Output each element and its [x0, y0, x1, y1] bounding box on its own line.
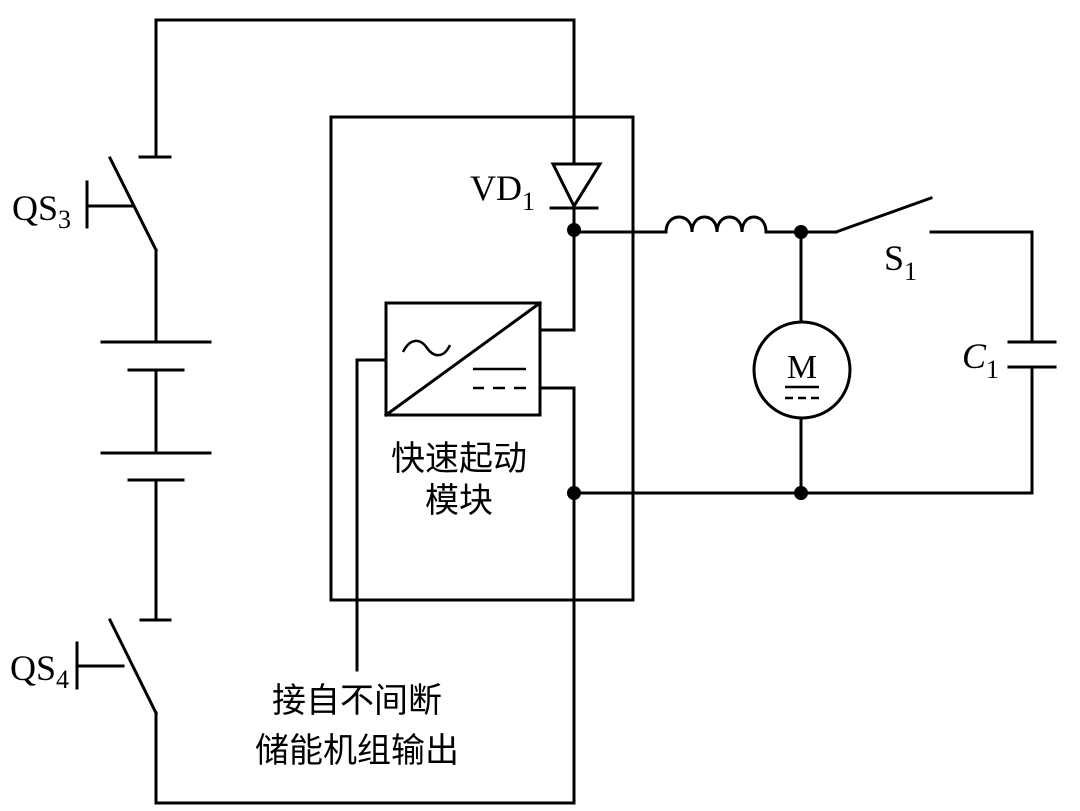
capacitor-c1 — [572, 340, 1057, 495]
module-enclosure — [329, 115, 635, 602]
diode-vd1 — [538, 162, 603, 332]
switch-qs3 — [85, 133, 172, 342]
diode-triangle — [550, 162, 603, 210]
switch-s1 — [834, 196, 1034, 344]
converter-block — [383, 300, 543, 418]
ups-input-wire — [355, 358, 388, 672]
motor-label: M — [787, 349, 817, 386]
source-note-line1: 接自不间断 — [272, 681, 442, 721]
switch-qs4 — [75, 617, 172, 716]
s1-label: S1 — [884, 238, 917, 286]
qs4-blade — [107, 617, 159, 716]
junction-dot-motor-bottom — [794, 486, 808, 500]
junction-dot-return — [567, 486, 581, 500]
source-note-line2: 储能机组输出 — [255, 731, 459, 771]
s1-blade — [834, 196, 933, 234]
module-label-line1: 快速起动 — [391, 439, 527, 479]
converter-diagonal — [383, 300, 543, 418]
top-feed-wire — [154, 18, 576, 165]
vd1-label: VD1 — [470, 168, 535, 216]
module-label-line2: 模块 — [425, 481, 493, 521]
junction-dot-diode — [567, 223, 581, 237]
bottom-return-wire — [154, 386, 576, 805]
inductor-coil — [664, 215, 768, 234]
motor-m: M — [752, 230, 852, 495]
ac-symbol-icon — [401, 339, 452, 357]
qs3-label: QS3 — [12, 188, 71, 234]
c1-label: C1 — [962, 336, 999, 384]
battery-stack — [100, 340, 212, 622]
qs3-blade — [107, 155, 159, 253]
qs4-label: QS4 — [10, 648, 69, 694]
